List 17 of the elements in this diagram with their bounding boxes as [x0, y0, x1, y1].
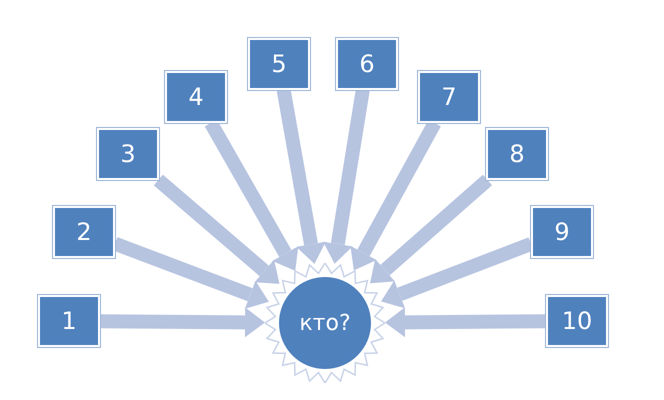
arrow: [276, 88, 326, 264]
number-box: 2: [53, 206, 115, 258]
number-box: 1: [38, 295, 100, 347]
hub-label: кто?: [299, 310, 351, 336]
arrow: [323, 88, 370, 264]
number-box: 3: [97, 128, 159, 180]
number-box: 8: [486, 128, 548, 180]
arrow: [370, 174, 492, 284]
arrow: [385, 307, 546, 338]
number-box: 5: [248, 38, 310, 90]
number-box: 6: [336, 38, 398, 90]
number-box: 7: [418, 71, 480, 123]
arrow: [154, 174, 280, 284]
arrow: [100, 307, 265, 338]
number-box: 4: [165, 71, 227, 123]
number-box: 9: [531, 206, 593, 258]
number-box: 10: [546, 295, 608, 347]
